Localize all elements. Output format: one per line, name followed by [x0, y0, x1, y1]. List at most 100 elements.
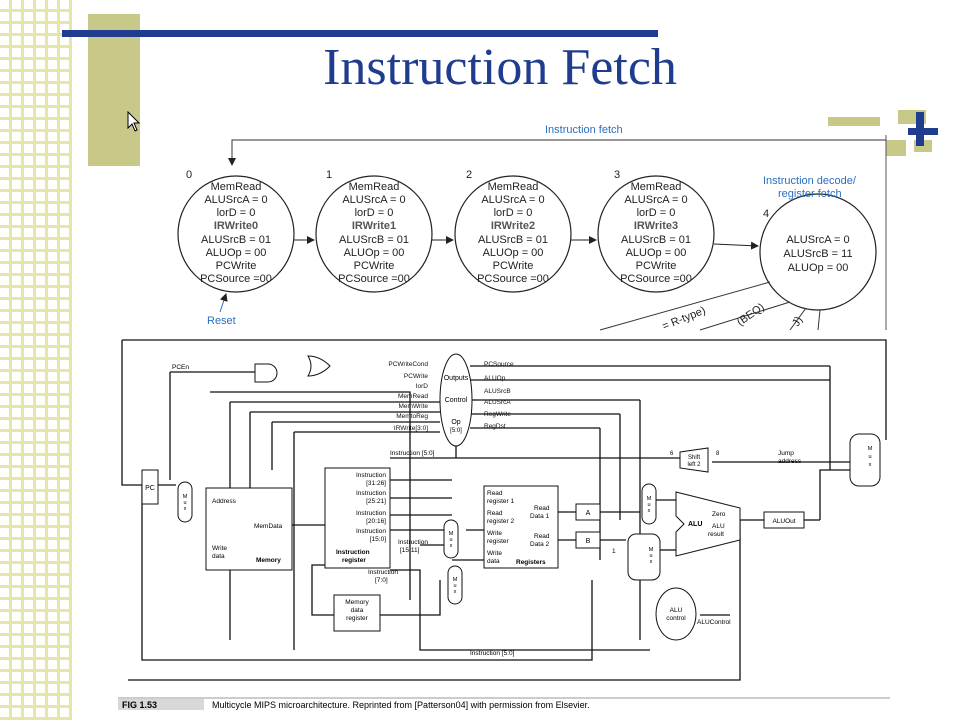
alu-icon: [675, 491, 741, 557]
reg-rdata1-b: Data 1: [530, 513, 550, 520]
mux-alusrcb: [627, 533, 661, 581]
ir-field-4a: Instruction: [356, 528, 386, 535]
mux-pcsource-m: M: [868, 446, 873, 452]
state-number-0: 0: [186, 169, 192, 181]
pc-label: PC: [145, 485, 155, 492]
memory-data-register: [333, 594, 381, 632]
state0-line-3: IRWrite0: [214, 220, 258, 232]
or-gate-icon: [307, 355, 331, 377]
state3-line-1: ALUSrcA = 0: [624, 194, 687, 206]
corner-tan-block-3: [886, 140, 906, 156]
checker-border: [0, 0, 72, 720]
aluout-register: [763, 511, 805, 529]
state2-line-2: lorD = 0: [494, 207, 533, 219]
mux-regdst-m: M: [449, 531, 454, 537]
pc-register: [141, 469, 159, 505]
state1-line-2: lorD = 0: [355, 207, 394, 219]
sig-regwrite: RegWrite: [484, 411, 511, 418]
control-label: Control: [445, 397, 468, 404]
memory-block: [205, 487, 293, 571]
slide-title: Instruction Fetch: [323, 39, 677, 96]
state1-line-7: PCSource =00: [338, 273, 410, 285]
mux-regdst-u: u: [449, 537, 452, 543]
ir-field-3a: Instruction: [356, 510, 386, 517]
register-b-label: B: [586, 538, 591, 545]
state3-line-4: ALUSrcB = 01: [621, 234, 691, 246]
mem-name: Memory: [256, 557, 281, 564]
alu-control-1: ALU: [670, 607, 683, 614]
state-circle-2: [454, 175, 572, 293]
reg-wdata-a: Write: [487, 550, 502, 557]
pcen-label: PCEn: [172, 364, 189, 371]
ir-field-4b: [15:0]: [370, 536, 386, 543]
reset-label: Reset: [207, 315, 236, 327]
state3-line-5: ALUOp = 00: [626, 247, 687, 259]
reg-write-a: Write: [487, 530, 502, 537]
reg-rdata1-a: Read: [534, 505, 550, 512]
control-outputs: Outputs: [444, 375, 469, 382]
alu-result-2: result: [708, 531, 724, 538]
state0-line-2: lorD = 0: [217, 207, 256, 219]
instruction-register: [324, 467, 391, 569]
mdr-line-2: data: [351, 607, 364, 614]
ir-field-15-11: Instruction: [398, 539, 428, 546]
shift-line-2: left 2: [687, 462, 701, 468]
state-circle-1: [315, 175, 433, 293]
ir-field-2b: [25:21]: [366, 498, 386, 505]
mux-alusrcb-m: M: [649, 547, 654, 553]
state0-line-4: ALUSrcB = 01: [201, 234, 271, 246]
sig-aluop: ALUOp: [484, 375, 506, 382]
reg-rdata2-b: Data 2: [530, 541, 550, 548]
state1-line-1: ALUSrcA = 0: [342, 194, 405, 206]
mem-memdata: MemData: [254, 523, 283, 530]
sig-memread: MemRead: [398, 393, 428, 400]
alucontrol-signal: ALUControl: [697, 619, 731, 626]
state1-line-6: PCWrite: [354, 260, 395, 272]
state1-line-5: ALUOp = 00: [344, 247, 405, 259]
mux-iord-x: x: [184, 506, 187, 512]
mux-alusrcb-u: u: [649, 553, 652, 559]
mux-iord-m: M: [183, 494, 188, 500]
and-gate-icon: [254, 363, 278, 383]
state2-line-5: ALUOp = 00: [483, 247, 544, 259]
state0-line-0: MemRead: [211, 181, 262, 193]
reg-write-b: register: [487, 538, 510, 545]
shift-left-2: [679, 447, 709, 473]
register-file: [483, 485, 559, 569]
mux-alusrca-x: x: [648, 508, 651, 514]
ir-field-7-0-bits: [7:0]: [375, 577, 388, 584]
sig-regdst: RegDst: [484, 423, 506, 430]
ir-field-3b: [20:16]: [366, 518, 386, 525]
caption-text: Multicycle MIPS microarchitecture. Repri…: [212, 700, 590, 710]
register-b: [575, 531, 601, 549]
mem-write: Write: [212, 545, 227, 552]
mux-iord: [177, 481, 193, 523]
mem-address: Address: [212, 498, 237, 505]
register-a-label: A: [586, 510, 591, 517]
jump-address-1: Jump: [778, 450, 794, 457]
control-unit: [439, 353, 473, 447]
instruction-5-0-top: Instruction [5:0]: [390, 450, 435, 457]
state4-line-0: ALUSrcA = 0: [786, 234, 849, 246]
state2-line-7: PCSource =00: [477, 273, 549, 285]
state2-line-6: PCWrite: [493, 260, 534, 272]
state-diagram-header: Instruction fetch: [545, 124, 623, 136]
sig-alusrcb: ALUSrcB: [484, 388, 511, 395]
corner-tan-block-1: [828, 117, 880, 126]
state3-line-3: IRWrite3: [634, 220, 678, 232]
mux-alusrca: [641, 483, 657, 525]
state4-line-1: ALUSrcB = 11: [783, 248, 852, 260]
mux-memtoreg: [447, 565, 463, 605]
mux-alusrca-u: u: [647, 502, 650, 508]
state1-line-0: MemRead: [349, 181, 400, 193]
sig-iord: IorD: [416, 383, 429, 390]
control-op-bits: [5:0]: [450, 428, 462, 434]
mux-pcsource: [849, 433, 881, 487]
reg-name: Registers: [516, 559, 546, 566]
state-number-2: 2: [466, 169, 472, 181]
alu-control: [655, 587, 697, 641]
state3-line-6: PCWrite: [636, 260, 677, 272]
control-op: Op: [451, 419, 460, 426]
state-circle-3: [597, 175, 715, 293]
state2-line-4: ALUSrcB = 01: [478, 234, 548, 246]
